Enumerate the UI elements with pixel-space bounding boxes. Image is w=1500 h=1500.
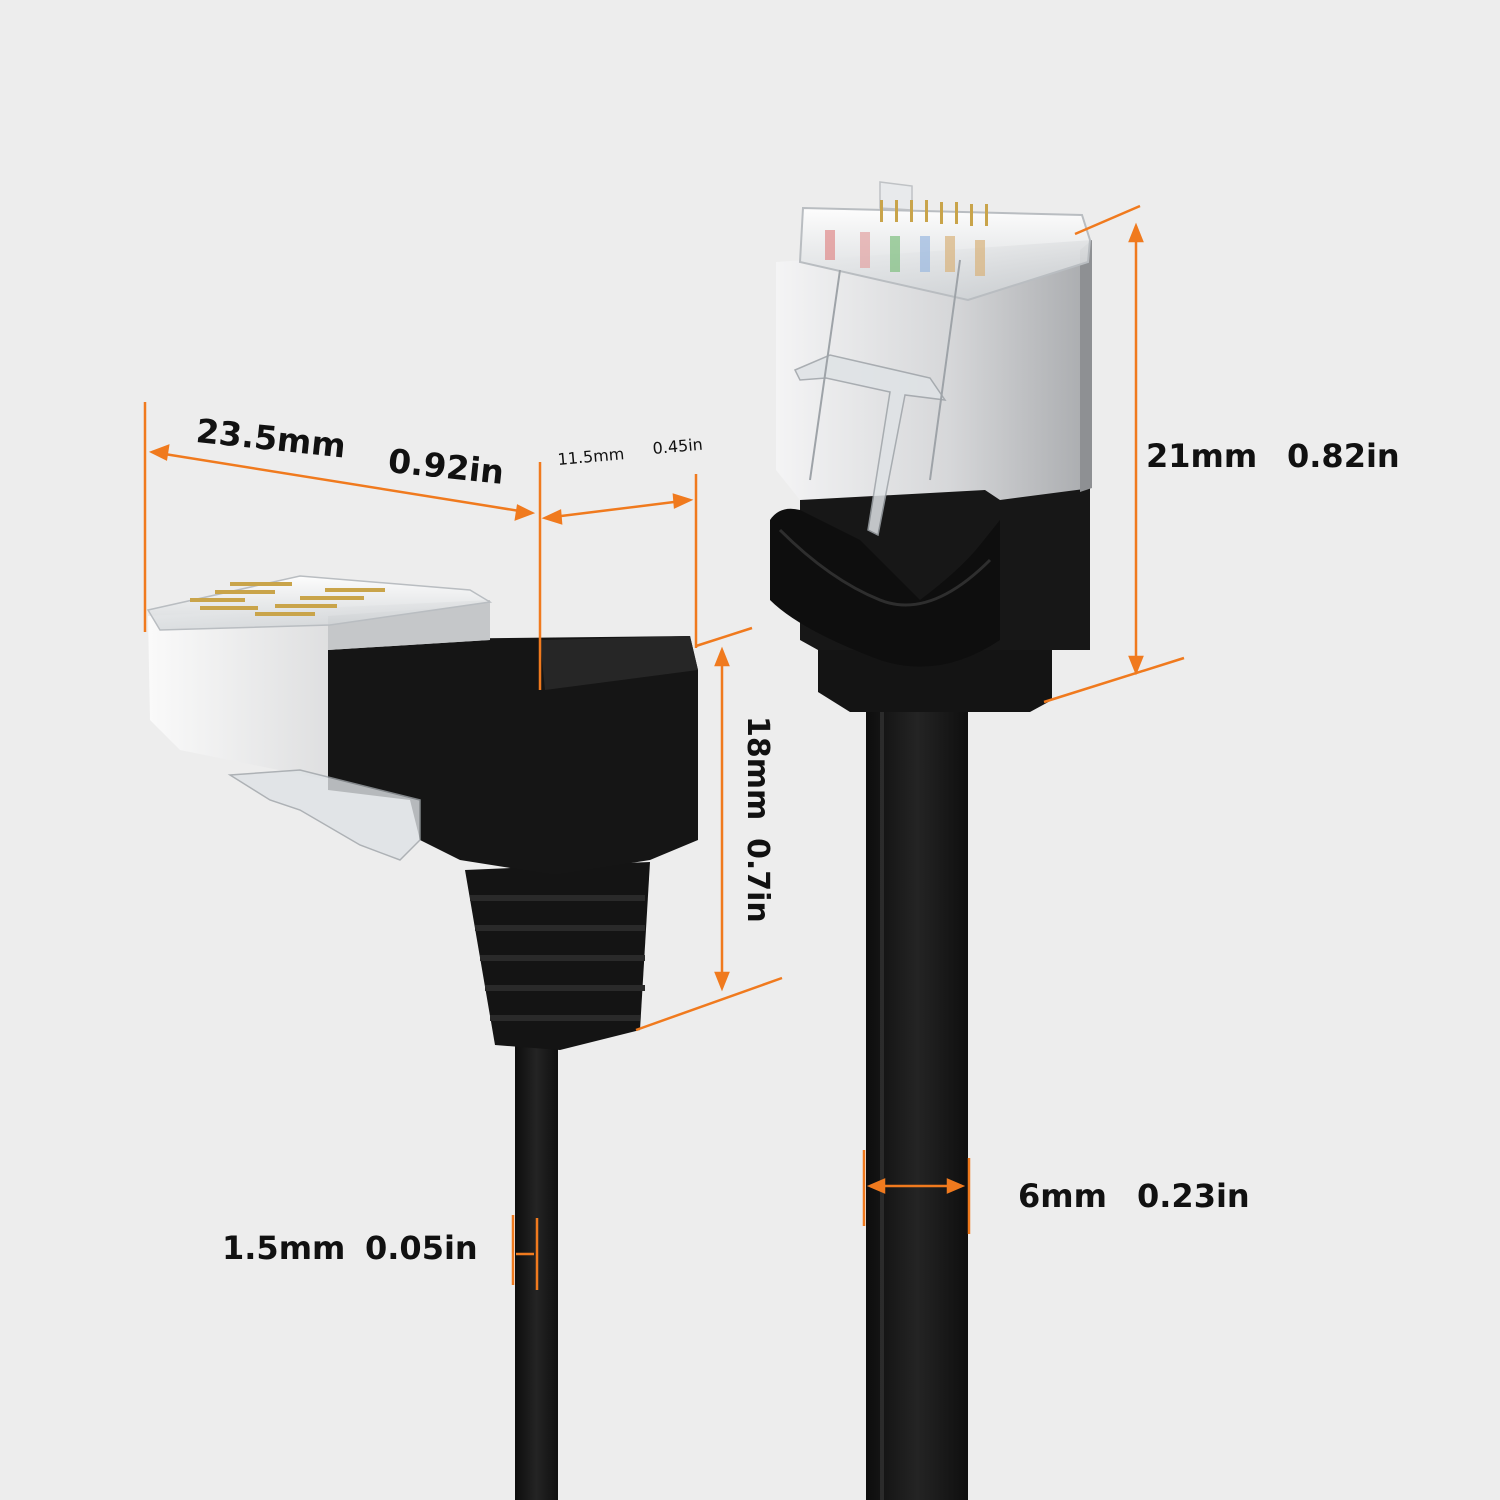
straight-wire-colors <box>825 230 985 276</box>
straight-metal-shield <box>776 240 1092 500</box>
straight-height-mm-label: 21mm <box>1146 437 1258 475</box>
cable-width-mm-label: 6mm <box>1018 1177 1107 1215</box>
dim-arrow-11mm-right <box>672 493 694 509</box>
dim-line-11mm <box>544 498 691 520</box>
straight-boot <box>818 642 1052 712</box>
latch-guard <box>770 508 1000 667</box>
angled-rj45-plug <box>146 575 698 1500</box>
dim-arrow-18mm-top <box>714 646 730 667</box>
dim-line-18mm-bottom-ext <box>635 976 783 1032</box>
cable-width-in-label: 0.23in <box>1137 1177 1250 1215</box>
dim-line-23mm <box>151 450 533 515</box>
dim-arrow-23mm-right <box>514 504 536 521</box>
dim-arrow-6mm-right <box>946 1178 966 1194</box>
dim-arrow-11mm-left <box>541 509 563 525</box>
dim-arrow-21mm-bottom <box>1128 655 1144 676</box>
dimension-lines <box>143 204 1185 1290</box>
dim-line-21mm-bottom-ext <box>1043 656 1185 704</box>
angled-head-depth-in-label: 0.45in <box>651 434 704 458</box>
cable-thickness-in-label: 0.05in <box>365 1229 478 1267</box>
dim-line-18mm-top-ext <box>695 626 753 648</box>
angled-gold-contacts <box>190 582 385 616</box>
angled-clear-head <box>146 575 493 631</box>
straight-gold-contacts <box>880 200 988 226</box>
angled-height-in-label: 0.7in <box>740 838 775 923</box>
dim-arrow-23mm-left <box>148 444 170 461</box>
dim-line-21mm-top-ext <box>1074 204 1141 236</box>
straight-latch <box>793 354 947 537</box>
angled-height-mm-label: 18mm <box>740 716 775 821</box>
dim-arrow-21mm-top <box>1128 222 1144 243</box>
straight-flat-cable <box>866 700 968 1500</box>
dim-arrow-6mm-left <box>866 1178 886 1194</box>
straight-height-in-label: 0.82in <box>1287 437 1400 475</box>
cable-thickness-mm-label: 1.5mm <box>222 1229 346 1267</box>
angled-latch <box>227 769 421 861</box>
dim-arrow-18mm-bottom <box>714 971 730 992</box>
straight-rj45-plug <box>770 181 1092 1500</box>
